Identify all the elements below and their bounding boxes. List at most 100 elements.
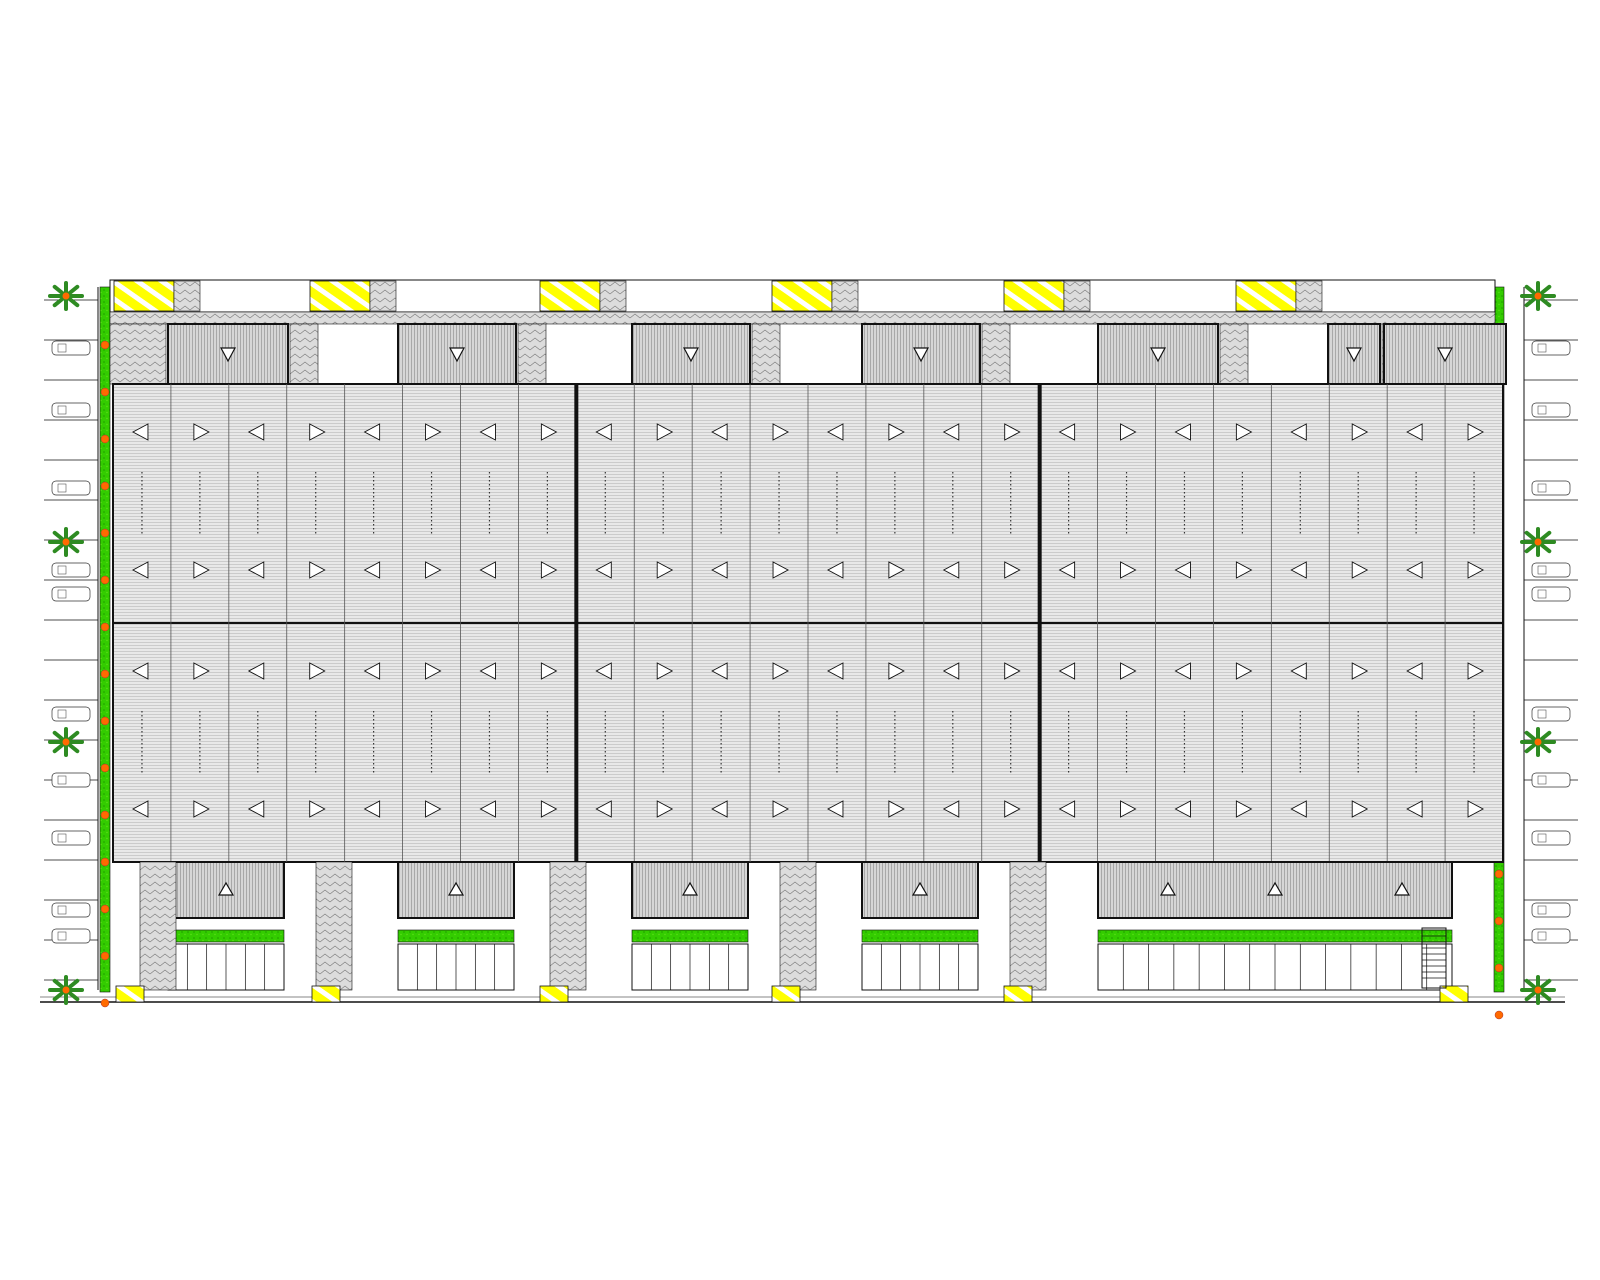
car-icon	[1531, 772, 1571, 788]
car-icon	[51, 902, 91, 918]
triangle-arrow-icon	[540, 662, 558, 680]
driveway-paving	[549, 861, 587, 991]
triangle-up-icon	[1393, 881, 1411, 896]
shrub-icon	[100, 998, 110, 1008]
ramp-paving	[173, 280, 201, 312]
hazard-stripe-bottom	[115, 985, 145, 1003]
triangle-arrow-icon	[425, 561, 442, 579]
triangle-arrow-icon	[1120, 423, 1137, 441]
palm-tree-icon	[1520, 975, 1556, 1005]
shrub-icon	[100, 669, 110, 679]
car-window	[57, 709, 67, 719]
triangle-up-icon	[447, 881, 465, 896]
triangle-arrow-icon	[193, 423, 210, 441]
triangle-arrow-icon	[1058, 800, 1076, 818]
triangle-down-icon	[219, 347, 237, 363]
car-body	[51, 586, 91, 602]
palm-trunk	[62, 292, 70, 300]
triangle-arrow-icon	[309, 423, 326, 441]
hazard-stripe-top	[309, 280, 371, 312]
driveway-paving	[139, 861, 177, 991]
triangle-up-icon	[1159, 881, 1177, 896]
hazard-stripe-bottom	[539, 985, 569, 1003]
car-window	[1537, 833, 1547, 843]
triangle-arrow-icon	[1406, 423, 1423, 441]
car-icon	[1531, 480, 1571, 496]
triangle-arrow-icon	[1406, 561, 1423, 579]
triangle-arrow-icon	[425, 423, 442, 441]
triangle-arrow-icon	[193, 800, 210, 818]
driveway-paving	[981, 323, 1011, 385]
car-body	[51, 402, 91, 418]
car-window	[1537, 775, 1547, 785]
shrub-icon	[100, 575, 110, 585]
ramp-paving	[1295, 280, 1323, 312]
triangle-arrow-icon	[363, 423, 381, 441]
stair-icon	[1421, 927, 1447, 989]
driveway-paving	[289, 323, 319, 385]
car-body	[51, 902, 91, 918]
car-icon	[51, 480, 91, 496]
triangle-arrow-icon	[1120, 662, 1137, 680]
triangle-arrow-icon	[1467, 423, 1484, 441]
car-icon	[1531, 402, 1571, 418]
triangle-arrow-icon	[1351, 662, 1369, 680]
hazard-stripe-top	[539, 280, 601, 312]
triangle-down-icon	[1149, 347, 1167, 363]
triangle-arrow-icon	[1120, 800, 1137, 818]
triangle-arrow-icon	[309, 800, 326, 818]
palm-trunk	[1534, 738, 1542, 746]
triangle-arrow-icon	[540, 423, 558, 441]
triangle-arrow-icon	[1467, 662, 1484, 680]
drawing-layer	[40, 279, 1578, 1020]
stair-outline	[1421, 927, 1447, 989]
triangle-arrow-icon	[772, 800, 789, 818]
triangle-arrow-icon	[888, 423, 905, 441]
car-window	[1537, 709, 1547, 719]
car-body	[1531, 902, 1571, 918]
bottom-canopy	[167, 861, 285, 991]
top-canopy	[397, 323, 547, 385]
top-canopy	[1383, 323, 1507, 385]
car-window	[57, 343, 67, 353]
triangle-arrow-icon	[772, 662, 789, 680]
car-body	[51, 772, 91, 788]
palm-trunk	[62, 538, 70, 546]
triangle-arrow-icon	[827, 662, 844, 680]
hazard-stripe-bottom	[1003, 985, 1033, 1003]
triangle-arrow-icon	[656, 423, 674, 441]
triangle-arrow-icon	[1467, 800, 1484, 818]
car-icon	[51, 830, 91, 846]
car-icon	[1531, 340, 1571, 356]
triangle-arrow-icon	[1235, 662, 1253, 680]
car-icon	[51, 402, 91, 418]
driveway-paving	[315, 861, 353, 991]
triangle-arrow-icon	[309, 561, 326, 579]
car-window	[57, 931, 67, 941]
triangle-arrow-icon	[247, 561, 265, 579]
triangle-arrow-icon	[1290, 561, 1307, 579]
shrub-icon	[1494, 963, 1504, 973]
ramp-paving	[831, 280, 859, 312]
car-body	[1531, 706, 1571, 722]
triangle-down-icon	[1436, 347, 1454, 363]
shrub-icon	[1494, 1010, 1504, 1020]
car-icon	[1531, 830, 1571, 846]
triangle-arrow-icon	[363, 662, 381, 680]
hazard-stripe-top	[771, 280, 833, 312]
shrub-icon	[100, 716, 110, 726]
top-canopy	[861, 323, 1011, 385]
shrub-icon	[100, 857, 110, 867]
triangle-arrow-icon	[1235, 423, 1253, 441]
hazard-stripe-top	[1235, 280, 1297, 312]
triangle-arrow-icon	[425, 800, 442, 818]
triangle-arrow-icon	[1235, 800, 1253, 818]
triangle-arrow-icon	[888, 561, 905, 579]
triangle-arrow-icon	[595, 800, 612, 818]
triangle-arrow-icon	[1174, 423, 1191, 441]
driveway-paving	[1219, 323, 1249, 385]
triangle-down-icon	[448, 347, 466, 363]
triangle-arrow-icon	[1058, 662, 1076, 680]
triangle-arrow-icon	[1351, 561, 1369, 579]
car-icon	[1531, 562, 1571, 578]
